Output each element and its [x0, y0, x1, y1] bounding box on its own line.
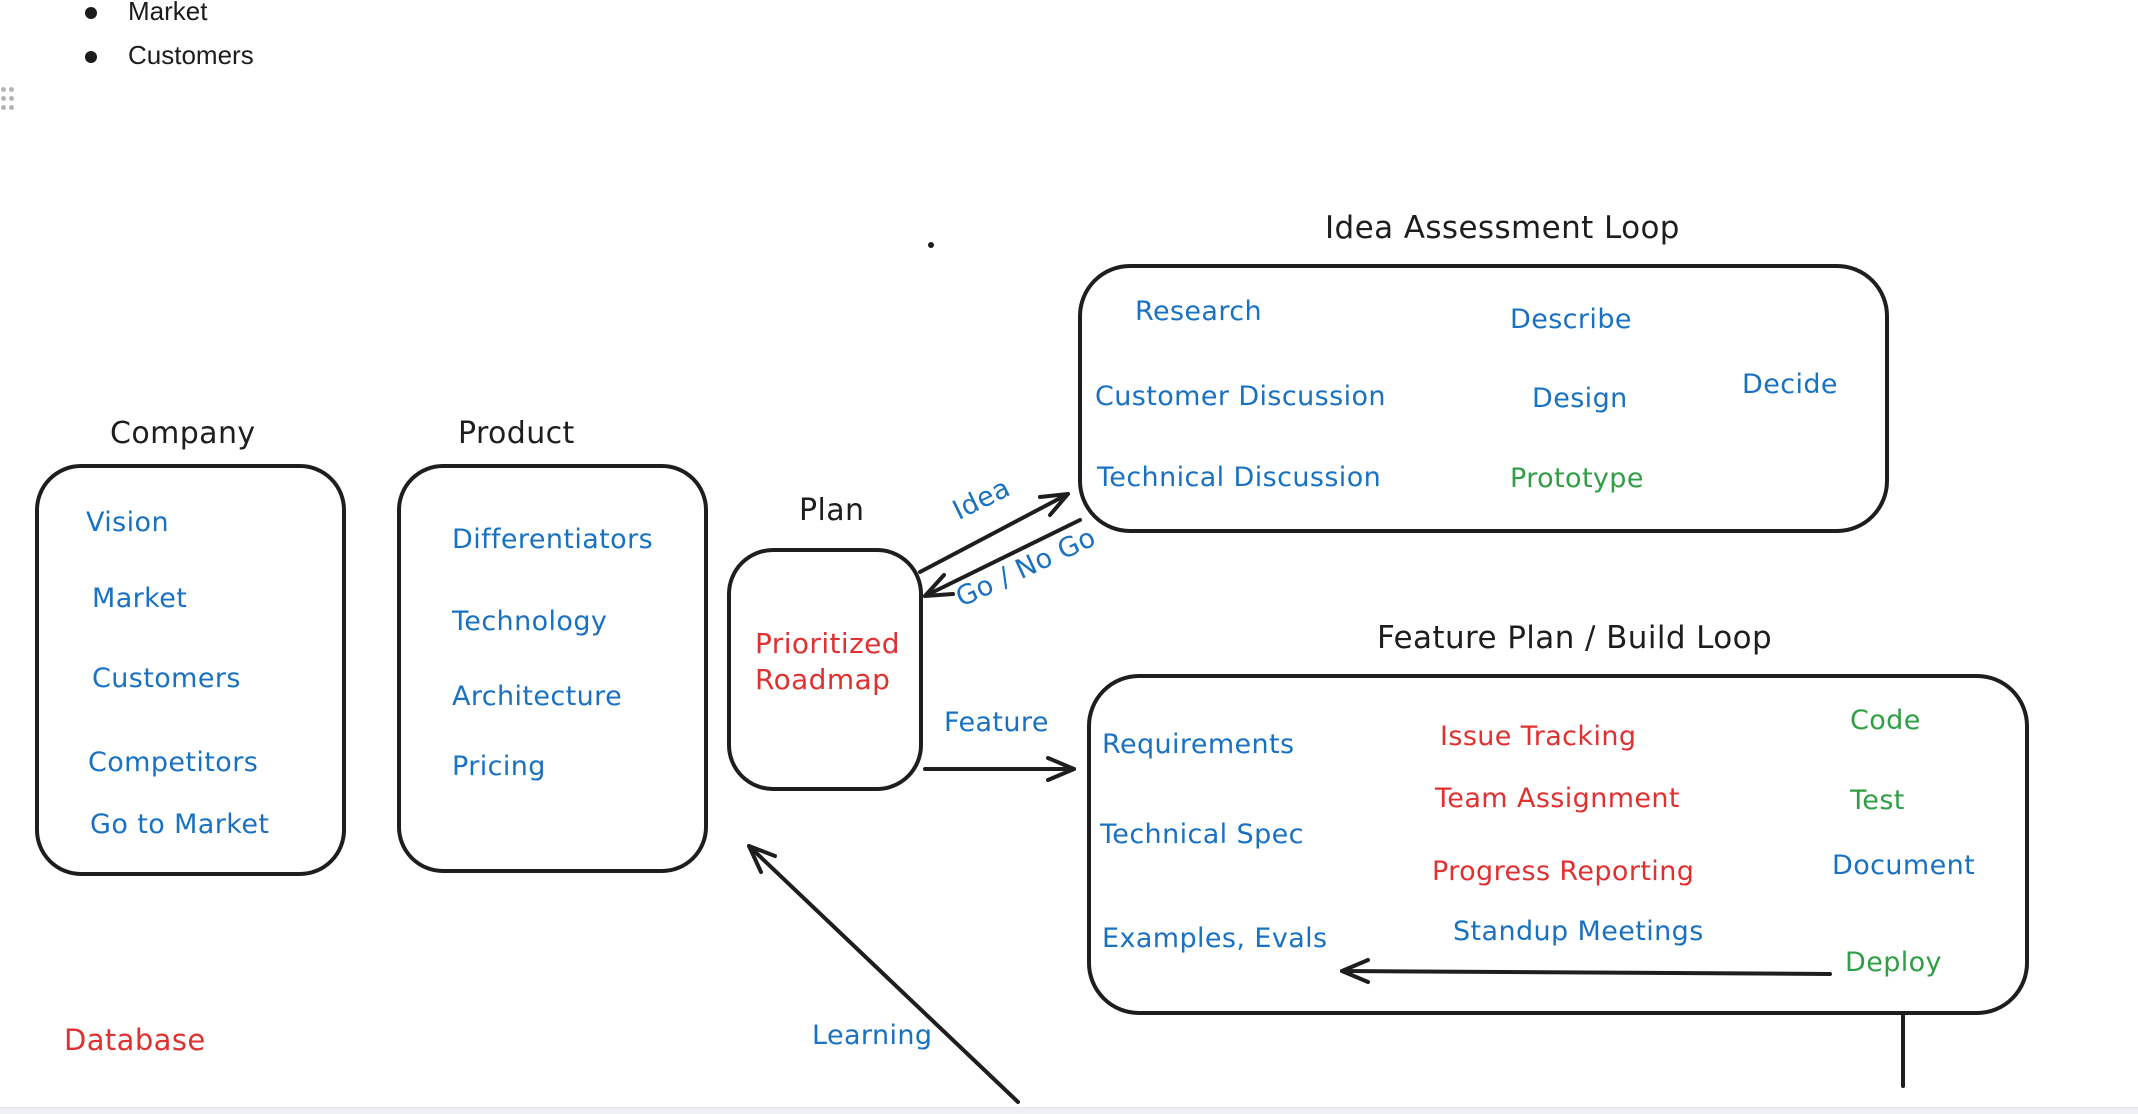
doc-bullet-customers[interactable]: Customers: [128, 40, 254, 70]
arrow-shaft: [1340, 969, 1832, 976]
drag-handle-icon[interactable]: [1, 87, 14, 110]
idea-item-describe[interactable]: Describe: [1510, 304, 1632, 335]
company-item-vision[interactable]: Vision: [86, 507, 169, 538]
build-loop-box[interactable]: [1087, 674, 2029, 1015]
build-item-team-assignment[interactable]: Team Assignment: [1435, 783, 1680, 814]
idea-arrow[interactable]: [918, 492, 1070, 574]
arrow-head: [1038, 492, 1070, 517]
arrow-shaft: [747, 844, 1020, 1104]
idea-item-technical-discussion[interactable]: Technical Discussion: [1097, 462, 1382, 493]
build-item-examples-evals[interactable]: Examples, Evals: [1102, 923, 1328, 954]
product-item-technology[interactable]: Technology: [452, 606, 608, 637]
feature-arrow-label[interactable]: Feature: [944, 707, 1049, 738]
build-item-progress-reporting[interactable]: Progress Reporting: [1432, 856, 1695, 887]
bullet-dot: [85, 51, 97, 63]
company-label[interactable]: Company: [110, 416, 256, 451]
arrow-shaft: [918, 492, 1070, 574]
company-item-competitors[interactable]: Competitors: [88, 747, 259, 778]
build-item-standup-meetings[interactable]: Standup Meetings: [1453, 916, 1704, 947]
product-item-pricing[interactable]: Pricing: [452, 751, 546, 782]
doc-bullet-market[interactable]: Market: [128, 0, 208, 26]
company-box[interactable]: [35, 464, 346, 876]
idea-item-decide[interactable]: Decide: [1742, 369, 1838, 400]
loop-return-arrow[interactable]: [1340, 958, 1832, 984]
arrow-head: [923, 573, 955, 598]
idea-loop-title[interactable]: Idea Assessment Loop: [1325, 210, 1680, 246]
product-item-architecture[interactable]: Architecture: [452, 681, 623, 712]
learning-arrow[interactable]: [747, 844, 1020, 1104]
build-item-document[interactable]: Document: [1832, 850, 1976, 881]
idea-item-research[interactable]: Research: [1135, 296, 1263, 327]
feature-arrow[interactable]: [923, 756, 1076, 782]
build-item-technical-spec[interactable]: Technical Spec: [1100, 819, 1304, 850]
stray-dot: [928, 242, 934, 248]
database-label[interactable]: Database: [64, 1023, 206, 1057]
arrow-head: [1340, 958, 1370, 984]
bullet-dot: [85, 7, 97, 19]
product-item-differentiators[interactable]: Differentiators: [452, 524, 654, 555]
plan-box[interactable]: [727, 548, 923, 791]
idea-item-customer-discussion[interactable]: Customer Discussion: [1095, 381, 1386, 412]
idea-item-design[interactable]: Design: [1532, 383, 1628, 414]
arrow-shaft: [923, 518, 1082, 598]
plan-label[interactable]: Plan: [799, 493, 865, 528]
arrow-head: [1046, 756, 1076, 782]
build-item-test[interactable]: Test: [1850, 785, 1905, 816]
build-item-requirements[interactable]: Requirements: [1102, 729, 1295, 760]
build-item-issue-tracking[interactable]: Issue Tracking: [1440, 721, 1637, 752]
idea-item-prototype[interactable]: Prototype: [1510, 463, 1644, 494]
learning-arrow-label[interactable]: Learning: [812, 1020, 933, 1051]
company-item-go-to-market[interactable]: Go to Market: [90, 809, 270, 840]
build-loop-title[interactable]: Feature Plan / Build Loop: [1377, 620, 1773, 656]
company-item-customers[interactable]: Customers: [92, 663, 241, 694]
idea-loop-box[interactable]: [1078, 264, 1889, 533]
product-label[interactable]: Product: [458, 416, 575, 451]
build-item-deploy[interactable]: Deploy: [1845, 947, 1942, 978]
page-bottom-strip: [0, 1107, 2138, 1114]
company-item-market[interactable]: Market: [92, 583, 188, 614]
arrow-head: [747, 844, 777, 874]
go-no-go-arrow[interactable]: [923, 518, 1082, 598]
product-box[interactable]: [397, 464, 708, 873]
plan-line-roadmap[interactable]: Roadmap: [755, 663, 891, 696]
build-item-code[interactable]: Code: [1850, 705, 1921, 736]
plan-line-prioritized[interactable]: Prioritized: [755, 627, 900, 660]
